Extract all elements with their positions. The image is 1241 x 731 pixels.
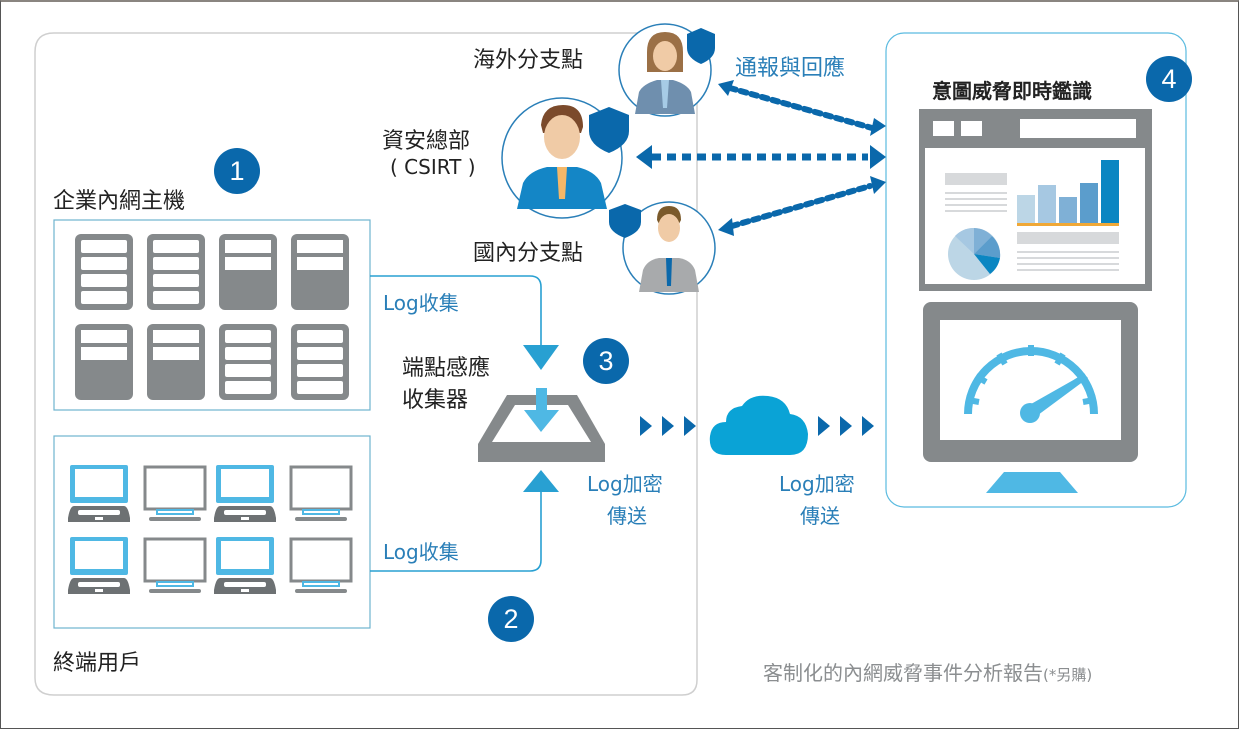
encrypt-label-2-line2: 傳送 [800, 504, 840, 528]
footer-note-suffix: (*另購) [1043, 666, 1093, 684]
server-icon [291, 234, 349, 310]
connector-hosts-to-collector [370, 275, 542, 345]
hosts-box [53, 219, 371, 411]
server-icon [291, 324, 349, 400]
transfer-arrows-2 [818, 416, 874, 436]
notify-link-hq [636, 145, 886, 169]
encrypt-label-1-line1: Log加密 [587, 472, 663, 496]
step-badge-2: 2 [488, 596, 534, 642]
monitor-title: 意圖威脅即時鑑識 [932, 79, 1092, 103]
laptop-icon [68, 465, 130, 522]
server-grid [74, 234, 354, 404]
avatar-domestic [605, 198, 716, 298]
step-badge-3: 3 [583, 338, 629, 384]
dashboard-window-icon [919, 109, 1152, 291]
desktop-monitor-icon [143, 465, 207, 523]
shield-icon [687, 28, 715, 64]
endpoint-grid [68, 462, 358, 602]
desktop-monitor-icon [289, 465, 353, 523]
shield-icon [589, 107, 629, 153]
collector-tray-icon [478, 388, 605, 462]
cloud-icon [709, 395, 808, 455]
gauge-monitor-icon [923, 302, 1138, 493]
hosts-label: 企業內網主機 [53, 189, 186, 214]
server-icon [219, 234, 277, 310]
footer-note: 客制化的內網威脅事件分析報告(*另購) [763, 657, 1092, 686]
notify-label: 通報與回應 [735, 56, 846, 81]
arrow-down-icon [523, 345, 559, 370]
desktop-monitor-icon [143, 537, 207, 595]
transfer-arrows-1 [640, 416, 696, 436]
avatar-overseas [617, 22, 715, 118]
endpoints-label: 終端用戶 [53, 651, 142, 676]
step-badge-4: 4 [1146, 56, 1192, 102]
hq-label-line1: 資安總部 [382, 129, 471, 154]
shield-icon [609, 204, 641, 238]
left-panel-border [34, 32, 698, 696]
footer-note-text: 客制化的內網威脅事件分析報告 [763, 661, 1043, 685]
endpoints-box [53, 435, 371, 629]
server-icon [147, 234, 205, 310]
server-icon [219, 324, 277, 400]
server-icon [75, 324, 133, 400]
overseas-label: 海外分支點 [473, 48, 584, 73]
server-icon [147, 324, 205, 400]
collector-label-line2: 收集器 [402, 388, 469, 413]
domestic-label: 國內分支點 [473, 241, 584, 266]
log-collect-top-label: Log收集 [383, 291, 459, 315]
arrow-up-icon [523, 470, 559, 492]
desktop-monitor-icon [289, 537, 353, 595]
laptop-icon [214, 465, 276, 522]
laptop-icon [214, 537, 276, 594]
step-badge-1: 1 [214, 148, 260, 194]
right-panel-border [885, 32, 1187, 508]
connector-endpoints-to-collector [370, 492, 542, 572]
laptop-icon [68, 537, 130, 594]
encrypt-label-2-line1: Log加密 [779, 472, 855, 496]
notify-link-domestic [718, 176, 886, 236]
encrypt-label-1-line2: 傳送 [607, 504, 647, 528]
hq-label-line2: ( CSIRT ) [390, 155, 476, 179]
avatar-hq [501, 97, 631, 219]
notify-link-overseas [718, 80, 886, 136]
collector-label-line1: 端點感應 [402, 356, 491, 381]
server-icon [75, 234, 133, 310]
log-collect-bottom-label: Log收集 [383, 540, 459, 564]
